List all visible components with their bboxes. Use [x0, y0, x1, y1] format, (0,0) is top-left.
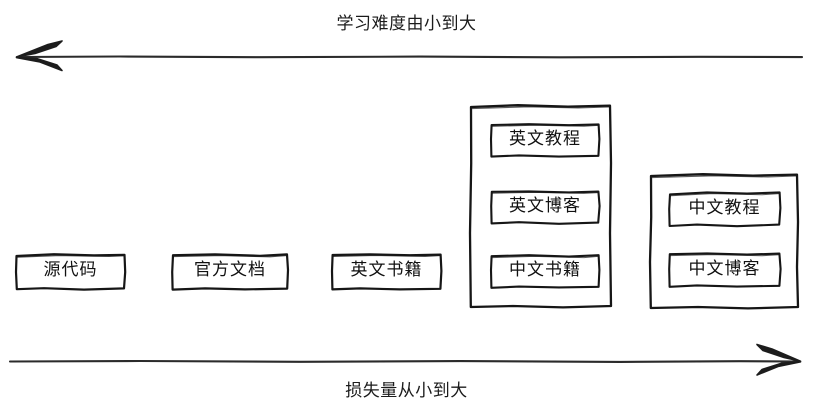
node-label: 官方文档 — [194, 260, 266, 280]
top-axis-label: 学习难度由小到大 — [336, 14, 477, 34]
node-chinese-blog[interactable]: 中文博客 — [667, 251, 782, 289]
node-english-books[interactable]: 英文书籍 — [330, 252, 443, 291]
node-label: 中文博客 — [688, 258, 761, 279]
group-english-resources: 英文教程 英文博客 中文书籍 — [468, 103, 613, 309]
node-official-docs[interactable]: 官方文档 — [170, 252, 290, 291]
node-english-tutorial[interactable]: 英文教程 — [489, 122, 601, 158]
bottom-arrow-right-icon — [8, 343, 802, 376]
node-chinese-tutorial[interactable]: 中文教程 — [667, 190, 782, 228]
node-label: 英文教程 — [509, 128, 581, 149]
node-label: 中文书籍 — [509, 259, 581, 280]
node-label: 中文教程 — [688, 197, 761, 218]
node-label: 英文书籍 — [350, 260, 423, 280]
group-chinese-resources: 中文教程 中文博客 — [648, 172, 800, 310]
node-english-blog[interactable]: 英文博客 — [489, 189, 601, 225]
node-source-code[interactable]: 源代码 — [14, 252, 127, 291]
node-chinese-books[interactable]: 中文书籍 — [489, 253, 601, 289]
node-label: 英文博客 — [509, 195, 581, 216]
bottom-axis-label: 损失量从小到大 — [345, 381, 468, 401]
top-arrow-left-icon — [15, 40, 804, 72]
node-label: 源代码 — [43, 260, 98, 280]
